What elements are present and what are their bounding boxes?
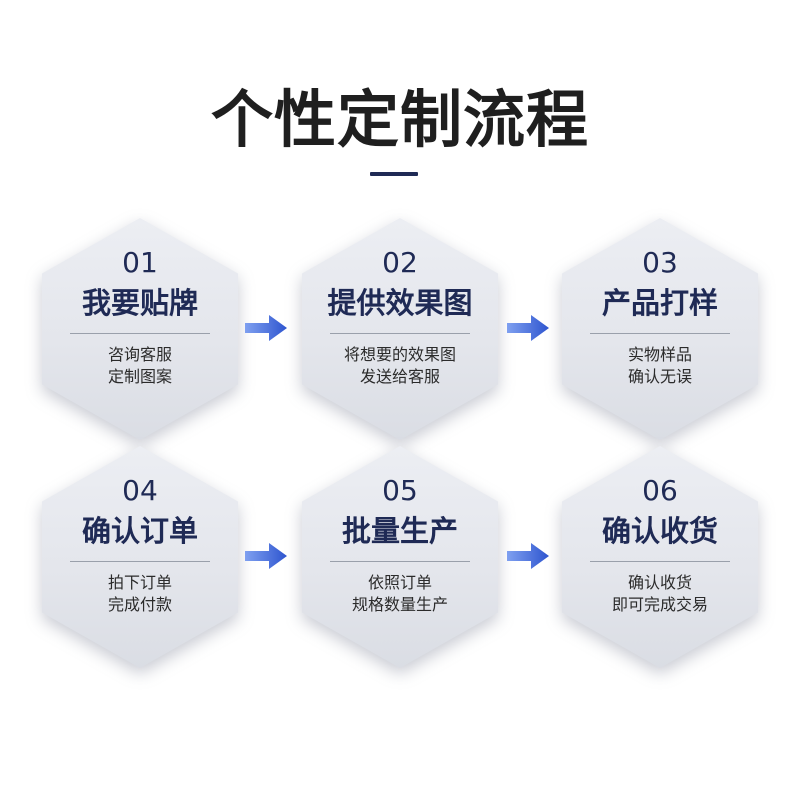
step-description: 拍下订单 完成付款 xyxy=(42,572,238,616)
hexagon-shape xyxy=(562,218,758,440)
step-number: 02 xyxy=(382,246,418,279)
page-title: 个性定制流程 xyxy=(210,83,589,156)
step-number: 06 xyxy=(642,474,678,507)
step-description: 咨询客服 定制图案 xyxy=(42,344,238,388)
step-description-line: 定制图案 xyxy=(107,367,172,386)
step-5-card: 05 批量生产 依照订单 规格数量生产 xyxy=(302,446,498,668)
step-description-line: 完成付款 xyxy=(107,595,172,614)
divider xyxy=(590,333,730,334)
step-title: 我要贴牌 xyxy=(81,286,198,320)
step-number: 04 xyxy=(122,474,158,507)
step-description-line: 拍下订单 xyxy=(107,573,172,592)
step-number: 01 xyxy=(122,246,158,279)
right-arrow-icon xyxy=(245,315,287,341)
step-description: 实物样品 确认无误 xyxy=(562,344,758,388)
step-number: 05 xyxy=(382,474,418,507)
step-description-line: 确认收货 xyxy=(627,573,692,592)
step-2-card: 02 提供效果图 将想要的效果图 发送给客服 xyxy=(302,218,498,440)
step-number: 03 xyxy=(642,246,678,279)
step-description-line: 即可完成交易 xyxy=(611,595,708,614)
hexagon-shape xyxy=(562,446,758,668)
step-3-card: 03 产品打样 实物样品 确认无误 xyxy=(562,218,758,440)
step-description-line: 确认无误 xyxy=(627,367,692,386)
right-arrow-icon xyxy=(507,315,549,341)
step-4-card: 04 确认订单 拍下订单 完成付款 xyxy=(42,446,238,668)
divider xyxy=(330,561,470,562)
step-title: 产品打样 xyxy=(601,286,718,320)
step-1-card: 01 我要贴牌 咨询客服 定制图案 xyxy=(42,218,238,440)
step-title: 提供效果图 xyxy=(327,286,473,320)
step-title: 批量生产 xyxy=(341,514,458,548)
divider xyxy=(590,561,730,562)
step-title: 确认收货 xyxy=(601,514,718,548)
divider xyxy=(330,333,470,334)
step-description: 将想要的效果图 发送给客服 xyxy=(302,344,498,388)
step-description-line: 发送给客服 xyxy=(359,367,440,386)
step-description-line: 咨询客服 xyxy=(107,345,172,364)
right-arrow-icon xyxy=(507,543,549,569)
title-underline xyxy=(370,172,418,176)
divider xyxy=(70,333,210,334)
right-arrow-icon xyxy=(245,543,287,569)
step-description: 依照订单 规格数量生产 xyxy=(302,572,498,616)
step-description: 确认收货 即可完成交易 xyxy=(562,572,758,616)
step-description-line: 依照订单 xyxy=(367,573,432,592)
step-description-line: 实物样品 xyxy=(627,345,692,364)
step-description-line: 规格数量生产 xyxy=(351,595,448,614)
step-description-line: 将想要的效果图 xyxy=(343,345,456,364)
step-6-card: 06 确认收货 确认收货 即可完成交易 xyxy=(562,446,758,668)
divider xyxy=(70,561,210,562)
step-title: 确认订单 xyxy=(81,514,198,548)
